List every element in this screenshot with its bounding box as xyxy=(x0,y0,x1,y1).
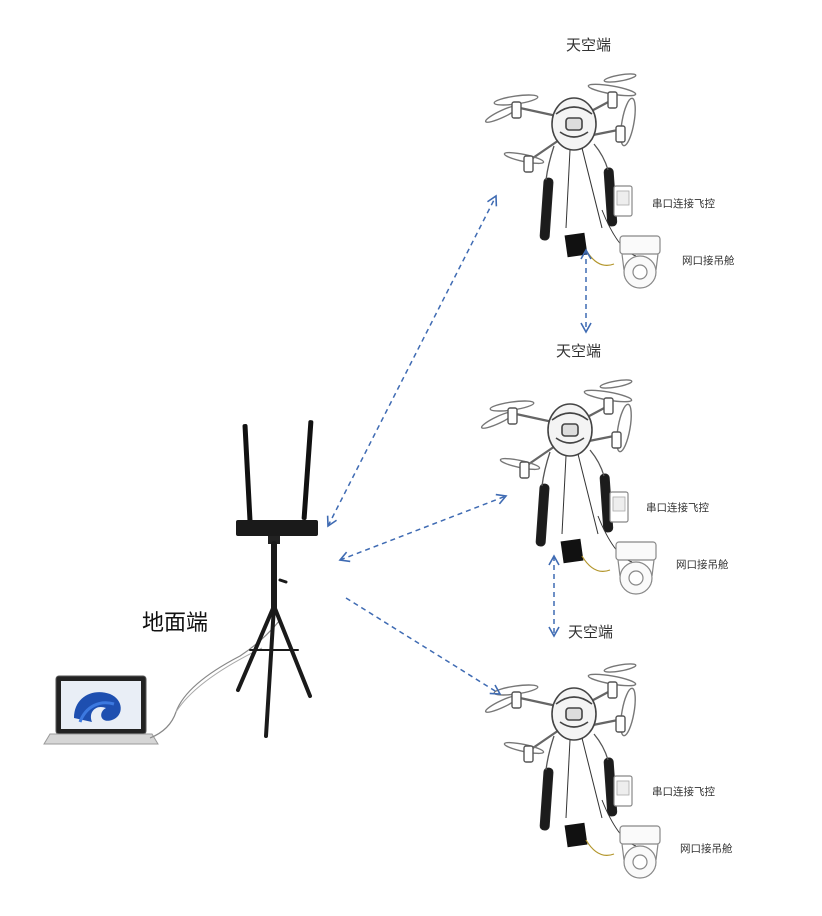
drone-1: 天空端 串口连接飞控 网口接吊舱 xyxy=(483,36,735,290)
drone-2-title: 天空端 xyxy=(556,342,601,360)
drone-2-serial-label: 串口连接飞控 xyxy=(646,501,709,514)
drone-2: 天空端 串口连接飞控 网口接吊舱 xyxy=(479,342,729,596)
ground-label: 地面端 xyxy=(142,611,208,636)
drone-2-net-label: 网口接吊舱 xyxy=(676,558,729,571)
ground-radio-tripod xyxy=(236,420,318,738)
drone-3-net-label: 网口接吊舱 xyxy=(680,842,733,855)
drone-1-title: 天空端 xyxy=(566,36,611,54)
drone-3-serial-label: 串口连接飞控 xyxy=(652,785,715,798)
laptop xyxy=(43,675,159,745)
drone-3-title: 天空端 xyxy=(568,623,613,641)
link-ground-drone-1 xyxy=(326,194,498,528)
drone-3: 天空端 串口连接飞控 网口接吊舱 xyxy=(483,623,733,880)
link-ground-drone-3 xyxy=(345,597,502,695)
drone-1-serial-label: 串口连接飞控 xyxy=(652,197,715,210)
drone-1-net-label: 网口接吊舱 xyxy=(682,254,735,267)
link-ground-drone-2 xyxy=(338,493,508,563)
